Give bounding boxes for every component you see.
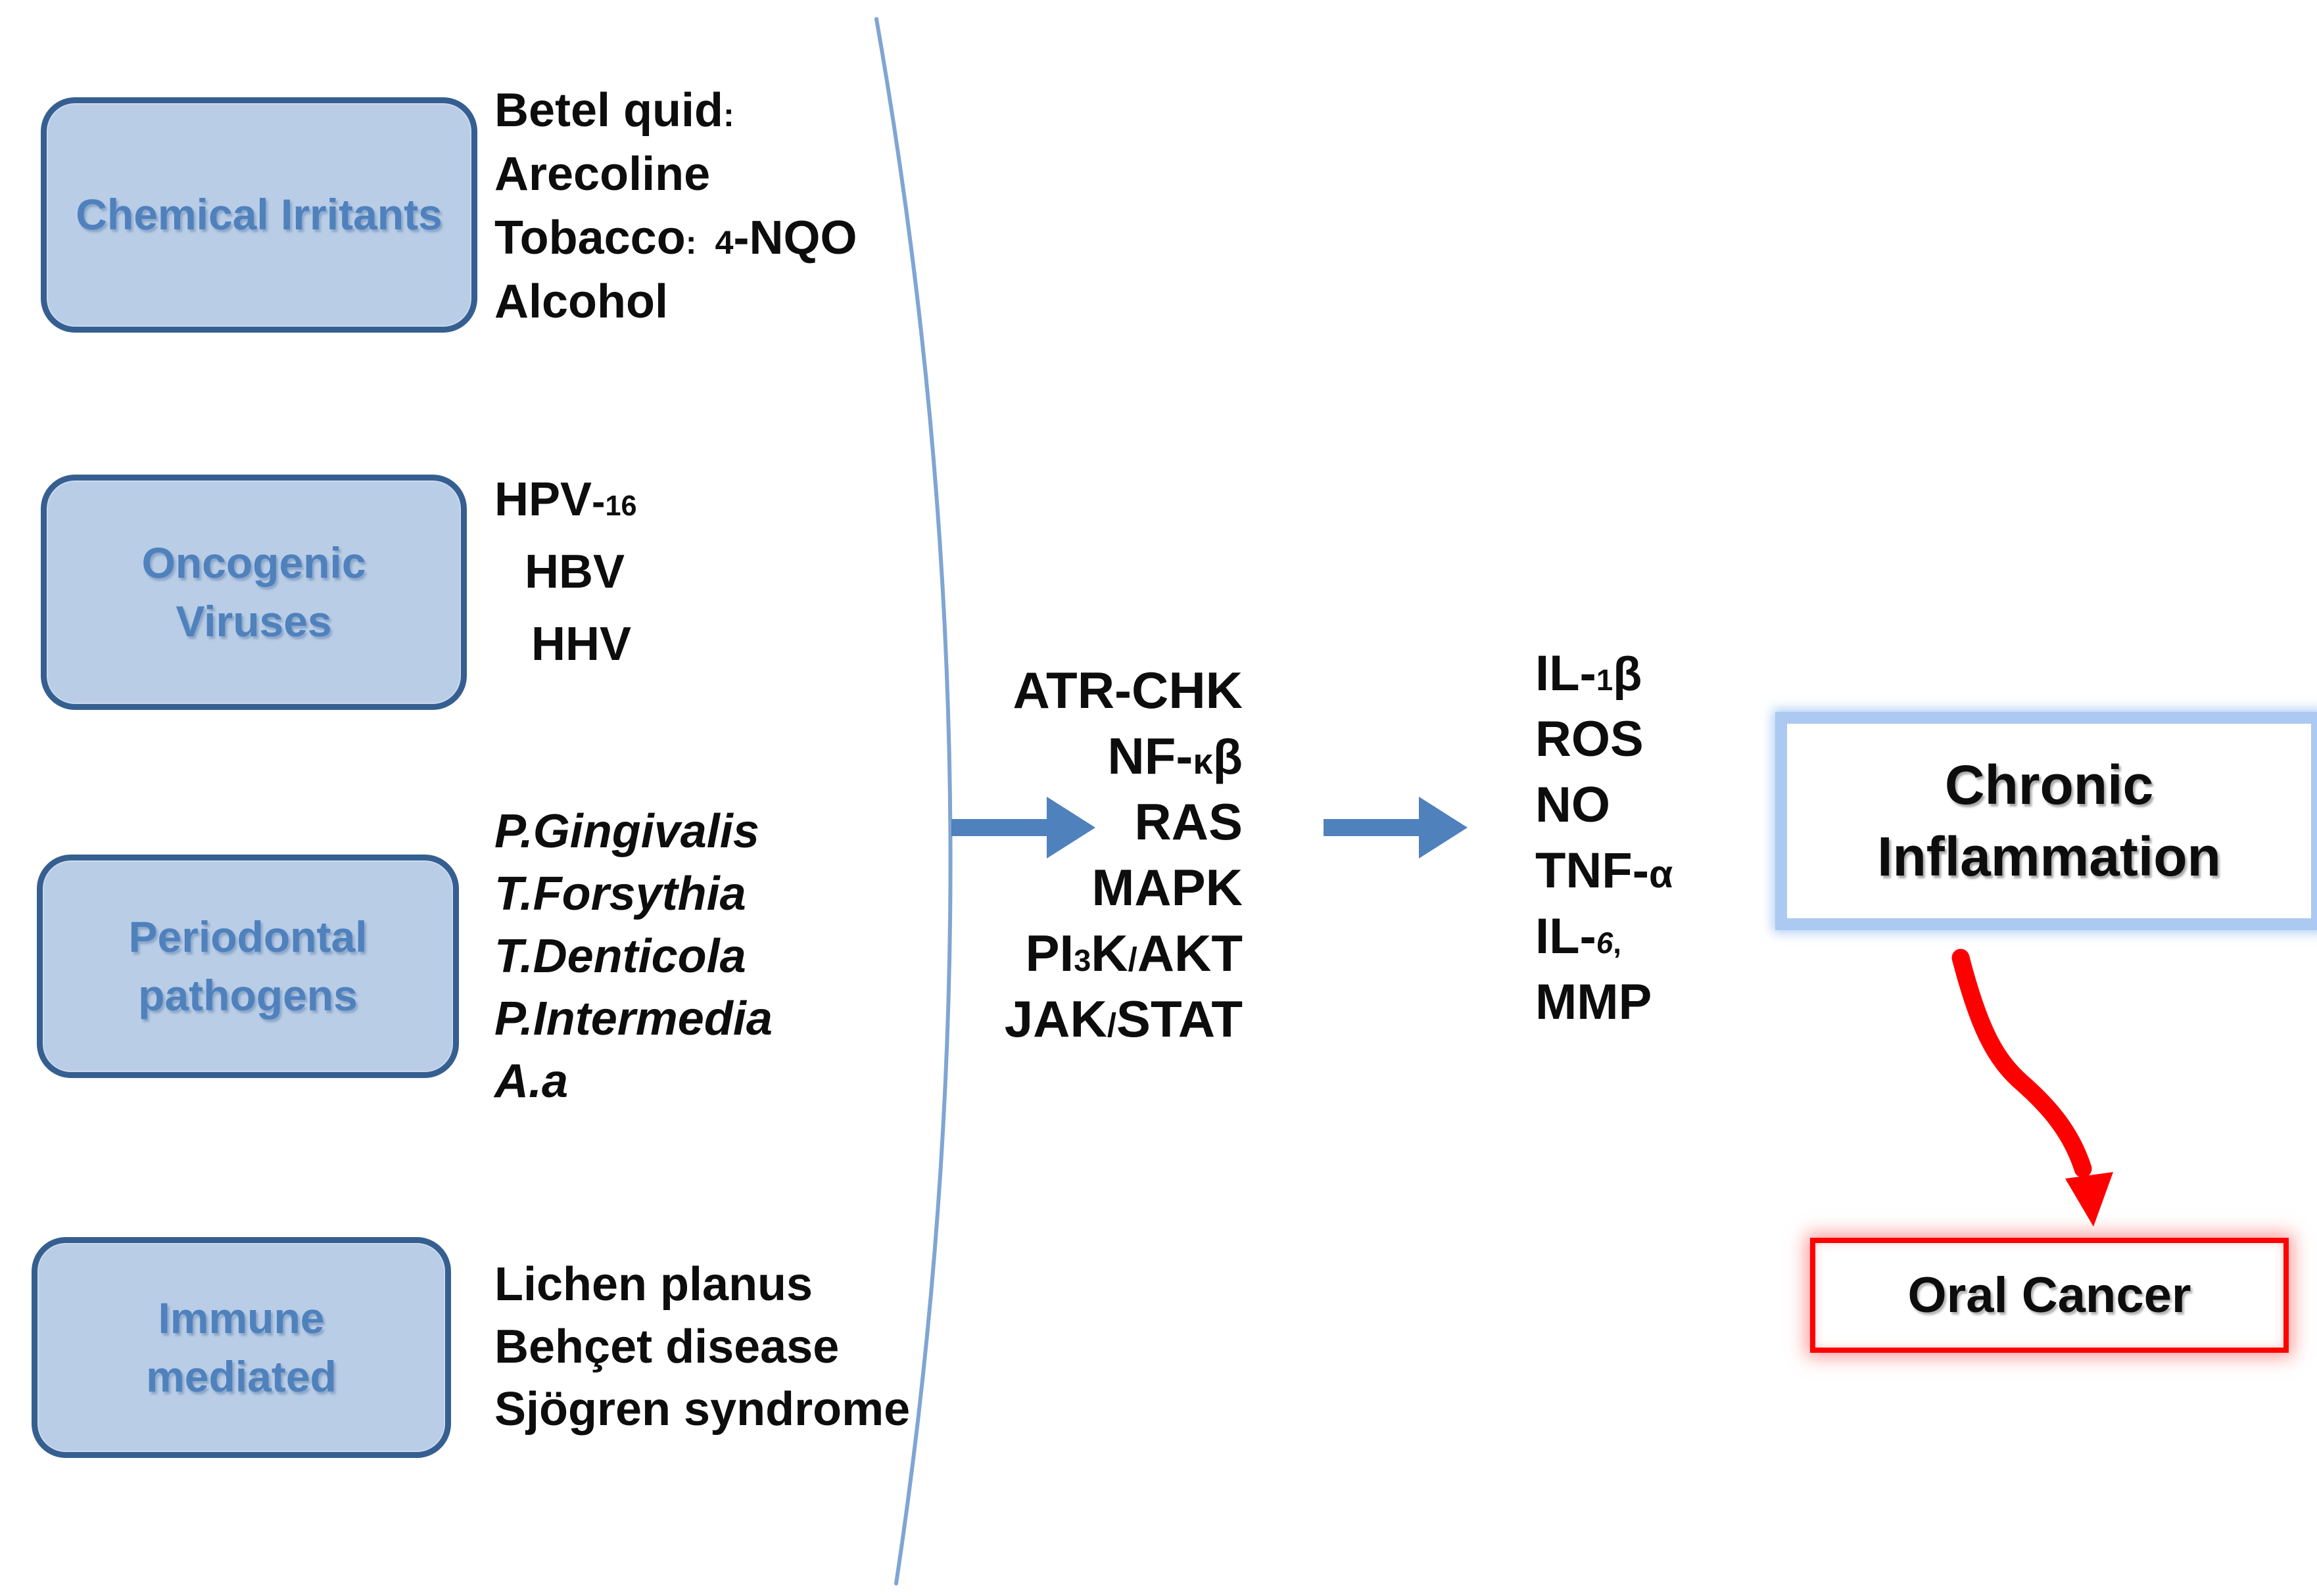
list-item: HBV: [525, 546, 625, 598]
list-item: Arecoline: [494, 148, 711, 200]
list-item: RAS: [1134, 793, 1243, 851]
list-item: Lichen planus: [494, 1258, 813, 1311]
cause-box-label: Oncogenic Viruses: [141, 538, 366, 645]
list-item: NF-κβ: [1107, 727, 1243, 785]
cause-box-label: Chemical Irritants: [76, 190, 442, 239]
red-curved-arrow: [1951, 949, 2113, 1227]
list-item: TNF-α: [1535, 843, 1673, 899]
list-item: IL-6,: [1535, 908, 1621, 964]
list-item: HPV-16: [494, 473, 637, 526]
list-item: T.Forsythia: [494, 868, 746, 920]
list-item: P.Gingivalis: [494, 805, 759, 858]
list-item: JAK/STAT: [1004, 990, 1243, 1048]
cause-box-chemical-irritants: Chemical Irritants: [41, 97, 477, 333]
cause-box-periodontal-pathogens: Periodontal pathogens: [37, 855, 459, 1078]
list-item: A.a: [494, 1055, 569, 1108]
list-item: NO: [1535, 777, 1610, 833]
list-item: HHV: [531, 618, 632, 670]
list-item: Behçet disease: [494, 1321, 840, 1373]
chronic-inflammation-label: Chronic Inflammation: [1877, 753, 2221, 887]
list-item: Alcohol: [494, 275, 668, 328]
cause-box-immune-mediated: Immune mediated: [32, 1237, 451, 1458]
list-item: ROS: [1535, 711, 1644, 767]
oral-cancer-label: Oral Cancer: [1907, 1267, 2191, 1323]
oral-cancer-box: Oral Cancer: [1810, 1238, 2289, 1353]
list-item: MAPK: [1091, 858, 1243, 916]
list-item: ATR-CHK: [1013, 661, 1243, 719]
list-item: Sjögren syndrome: [494, 1383, 911, 1436]
list-item: Tobacco: 4-NQO: [494, 212, 857, 264]
list-item: T.Denticola: [494, 930, 746, 983]
flow-arrow-2: [1324, 797, 1468, 858]
list-item: MMP: [1535, 974, 1652, 1030]
list-item: PI3K/AKT: [1025, 924, 1243, 982]
cause-box-label: Immune mediated: [146, 1293, 337, 1401]
list-item: P.Intermedia: [494, 993, 773, 1045]
chronic-inflammation-box: Chronic Inflammation: [1775, 712, 2317, 930]
cause-box-label: Periodontal pathogens: [128, 912, 368, 1020]
cause-box-oncogenic-viruses: Oncogenic Viruses: [41, 475, 467, 710]
list-item: Betel quid:: [494, 84, 734, 137]
list-item: IL-1β: [1535, 645, 1642, 701]
